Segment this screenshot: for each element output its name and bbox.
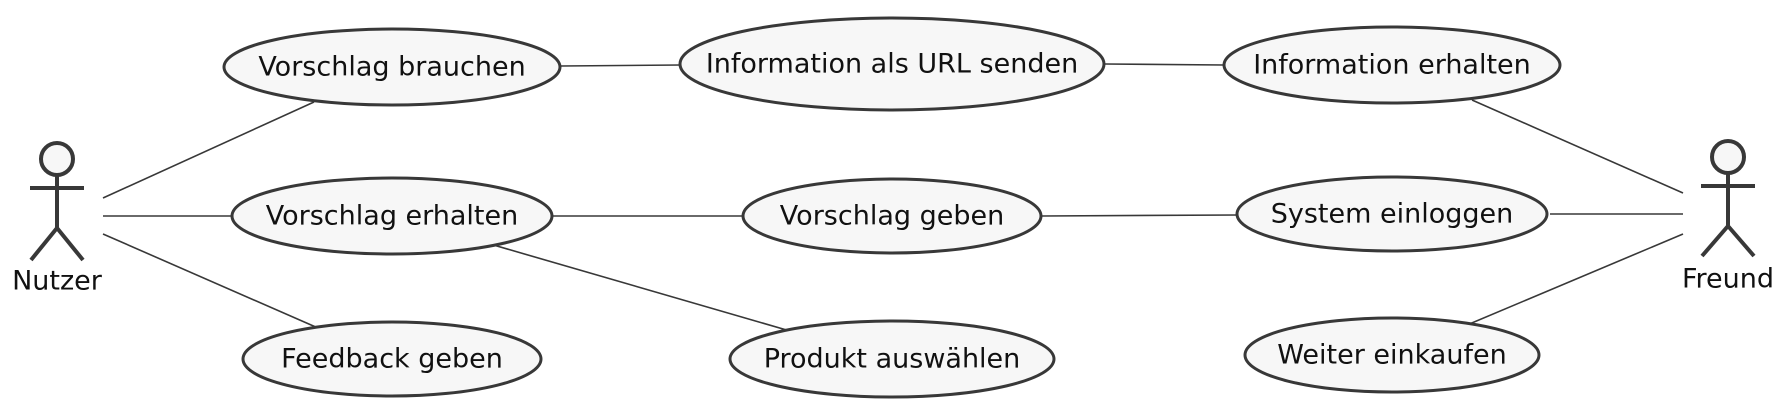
use-case-vorschlag-brauchen: Vorschlag brauchen (222, 27, 562, 107)
use-case-label: Vorschlag geben (780, 201, 1004, 232)
use-case-produkt-auswaehlen: Produkt auswählen (728, 319, 1056, 399)
use-case-ellipse (1235, 175, 1549, 253)
use-case-ellipse (1222, 25, 1562, 105)
actor-freund: Freund (1682, 139, 1774, 295)
use-case-label: Vorschlag erhalten (266, 201, 519, 232)
use-case-vorschlag-geben: Vorschlag geben (741, 177, 1043, 255)
use-case-ellipse (741, 177, 1043, 255)
use-case-information-erhalten: Information erhalten (1222, 25, 1562, 105)
stick-figure-icon (1700, 139, 1756, 258)
actor-nutzer: Nutzer (12, 141, 103, 297)
use-case-label: Information erhalten (1253, 50, 1531, 81)
use-case-ellipse (678, 16, 1106, 112)
association-nutzer-vorschlag-brauchen (102, 101, 315, 199)
use-case-feedback-geben: Feedback geben (241, 320, 543, 398)
use-case-label: Weiter einkaufen (1277, 340, 1506, 371)
use-case-information-url: Information als URL senden (678, 16, 1106, 112)
actor-label: Nutzer (12, 266, 103, 297)
use-case-ellipse (230, 176, 554, 256)
use-case-weiter-einkaufen: Weiter einkaufen (1243, 316, 1541, 394)
use-case-label: Information als URL senden (706, 49, 1078, 80)
use-case-ellipse (728, 319, 1056, 399)
association-information-erhalten-freund (1471, 99, 1684, 194)
use-case-label: System einloggen (1271, 199, 1514, 230)
use-case-label: Vorschlag brauchen (258, 52, 525, 83)
use-case-ellipse (1243, 316, 1541, 394)
association-vorschlag-erhalten-produkt-auswaehlen (489, 243, 791, 332)
association-weiter-einkaufen-freund (1466, 233, 1684, 326)
association-nutzer-feedback-geben (102, 233, 319, 329)
stick-figure-icon (29, 141, 85, 262)
association-vorschlag-brauchen-information-url (560, 64, 682, 67)
association-vorschlag-geben-system-einloggen (1041, 214, 1239, 217)
use-case-ellipse (222, 27, 562, 107)
use-case-label: Feedback geben (281, 344, 503, 375)
actor-label: Freund (1682, 264, 1774, 295)
use-case-vorschlag-erhalten: Vorschlag erhalten (230, 176, 554, 256)
use-case-system-einloggen: System einloggen (1235, 175, 1549, 253)
use-case-ellipse (241, 320, 543, 398)
associations (102, 63, 1684, 332)
association-information-url-information-erhalten (1104, 63, 1225, 66)
use-case-label: Produkt auswählen (764, 344, 1021, 375)
